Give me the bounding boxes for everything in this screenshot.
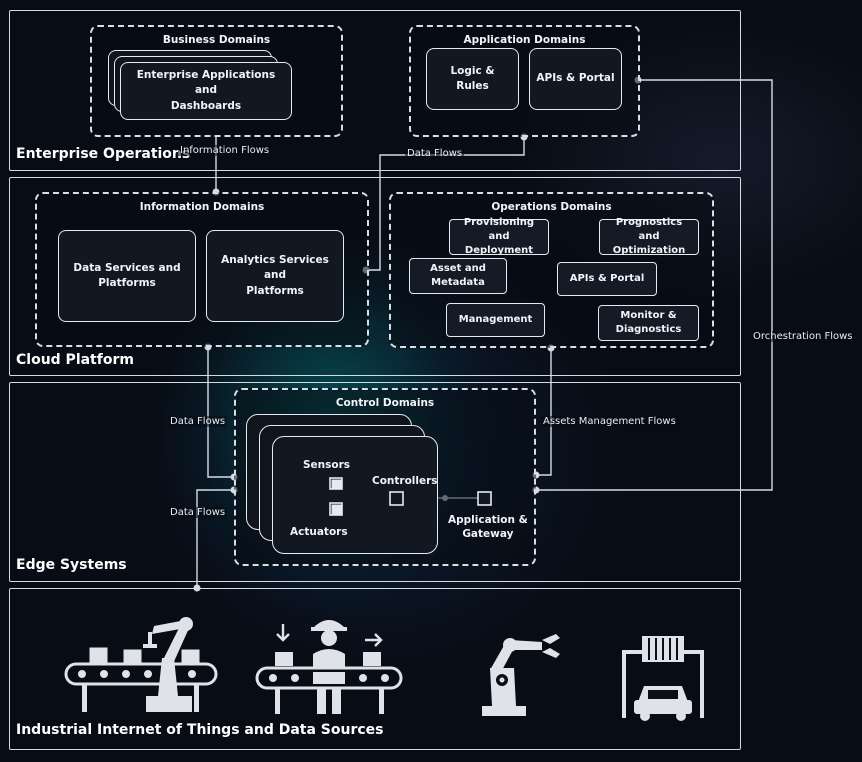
business-domains-title: Business Domains (162, 34, 271, 46)
orchestration-flows-label: Orchestration Flows (751, 331, 855, 342)
provisioning-line2: Deployment (464, 245, 534, 256)
provisioning-line1: Provisioning and (463, 217, 535, 242)
actuators-label: Actuators (290, 526, 348, 538)
sensor-node-fill (331, 479, 343, 490)
monitor-line1: Monitor & (620, 310, 677, 321)
robot-gripper-icon (482, 634, 560, 716)
iiot-title: Industrial Internet of Things and Data S… (16, 722, 384, 738)
robot-arm-conveyor-icon (64, 617, 218, 712)
gateway-node-icon (477, 491, 492, 506)
information-domains-title: Information Domains (139, 201, 265, 213)
prognostics-line1: Prognostics and (615, 217, 683, 242)
worker-conveyor-icon (255, 620, 403, 714)
data-flow-line-edge-lower (196, 489, 234, 588)
gateway-line1: Application & (448, 514, 528, 526)
iiot-layer (9, 588, 741, 750)
analytics-services-line1: Analytics Services and (221, 254, 329, 282)
data-services-line1: Data Services and (73, 261, 181, 274)
data-flows-top-label: Data Flows (405, 148, 465, 159)
cloud-platform-title: Cloud Platform (16, 352, 134, 368)
monitor-line2: Diagnostics (615, 324, 682, 335)
enterprise-apps-box[interactable]: Enterprise Applications and Dashboards (120, 62, 292, 120)
app-apis-portal-box[interactable]: APIs & Portal (529, 48, 622, 110)
conveyor-box-3 (181, 649, 200, 663)
car-factory-icon (622, 636, 704, 721)
analytics-services-box[interactable]: Analytics Services and Platforms (206, 230, 344, 322)
edge-systems-layer (9, 382, 741, 582)
prognostics-line2: Optimization (612, 245, 686, 256)
asset-metadata-line1: Asset and (430, 263, 486, 274)
management-box[interactable]: Management (446, 303, 545, 337)
actuator-node-fill (331, 504, 343, 516)
conveyor-box-1 (89, 647, 108, 663)
data-flow-line-top (366, 137, 525, 271)
control-stack-front (272, 436, 438, 554)
data-flow-line-edge-upper (207, 347, 234, 478)
data-flows-edge-lower-label: Data Flows (168, 507, 228, 518)
ops-apis-portal-box[interactable]: APIs & Portal (557, 262, 657, 296)
analytics-services-line2: Platforms (246, 284, 304, 297)
monitor-diagnostics-box[interactable]: Monitor & Diagnostics (598, 305, 699, 341)
provisioning-box[interactable]: Provisioning and Deployment (449, 217, 549, 256)
gateway-label: Application & Gateway (448, 513, 528, 541)
control-domains-title: Control Domains (335, 397, 435, 409)
edge-systems-title: Edge Systems (16, 557, 127, 573)
prognostics-box[interactable]: Prognostics and Optimization (599, 217, 699, 256)
conveyor-box-2 (123, 649, 142, 663)
data-flows-edge-upper-label: Data Flows (168, 416, 228, 427)
gateway-line2: Gateway (462, 528, 514, 541)
application-domains-title: Application Domains (463, 34, 586, 46)
enterprise-operations-layer (9, 10, 741, 171)
operations-domains-title: Operations Domains (491, 201, 612, 213)
asset-metadata-line2: Metadata (431, 277, 485, 288)
enterprise-operations-title: Enterprise Operations (16, 146, 191, 162)
assets-management-flows-label: Assets Management Flows (541, 416, 678, 427)
controllers-label: Controllers (372, 475, 438, 487)
assets-management-flow-line (536, 348, 552, 476)
cloud-platform-layer (9, 177, 741, 376)
logic-rules-box[interactable]: Logic & Rules (426, 48, 519, 110)
orchestration-flow-line (536, 79, 773, 491)
sensors-label: Sensors (303, 459, 351, 471)
data-services-box[interactable]: Data Services and Platforms (58, 230, 196, 322)
information-flows-label: Information Flows (178, 145, 272, 156)
enterprise-apps-line1: Enterprise Applications and (136, 69, 276, 97)
data-services-line2: Platforms (98, 277, 156, 289)
enterprise-apps-line2: Dashboards (170, 99, 242, 112)
controller-node-icon (389, 491, 404, 506)
asset-metadata-box[interactable]: Asset and Metadata (409, 258, 507, 294)
